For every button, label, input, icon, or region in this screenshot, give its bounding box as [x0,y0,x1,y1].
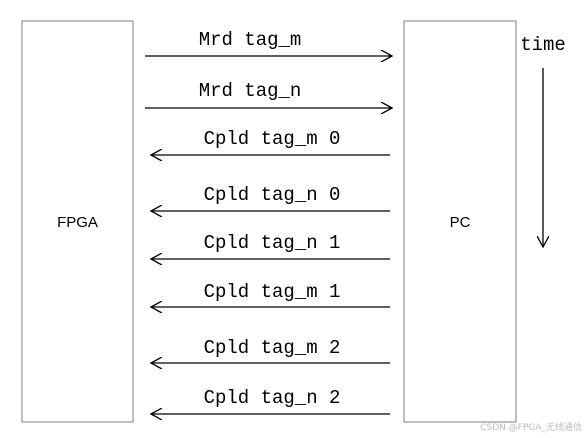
message-4: Cpld tag_n 0 [151,184,390,211]
pc-label: PC [450,214,471,231]
message-7: Cpld tag_m 2 [151,337,390,363]
message-8: Cpld tag_n 2 [151,387,390,414]
message-label: Mrd tag_m [199,29,302,51]
message-label: Cpld tag_m 2 [204,337,341,359]
pc-box: PC [403,20,517,423]
message-2: Mrd tag_n [145,80,392,108]
message-label: Cpld tag_n 2 [204,387,341,409]
fpga-label: FPGA [57,214,98,231]
message-label: Cpld tag_n 1 [204,232,341,254]
watermark: CSDN @FPGA_无线通信 [480,421,582,433]
fpga-box: FPGA [21,20,134,423]
message-1: Mrd tag_m [145,29,392,56]
time-label: time [520,34,566,56]
message-3: Cpld tag_m 0 [151,128,390,155]
message-label: Cpld tag_n 0 [204,184,341,206]
message-5: Cpld tag_n 1 [151,232,390,259]
time-axis: time [520,34,566,247]
message-label: Cpld tag_m 1 [204,281,341,303]
message-6: Cpld tag_m 1 [151,281,390,307]
message-label: Cpld tag_m 0 [204,128,341,150]
message-label: Mrd tag_n [199,80,302,102]
